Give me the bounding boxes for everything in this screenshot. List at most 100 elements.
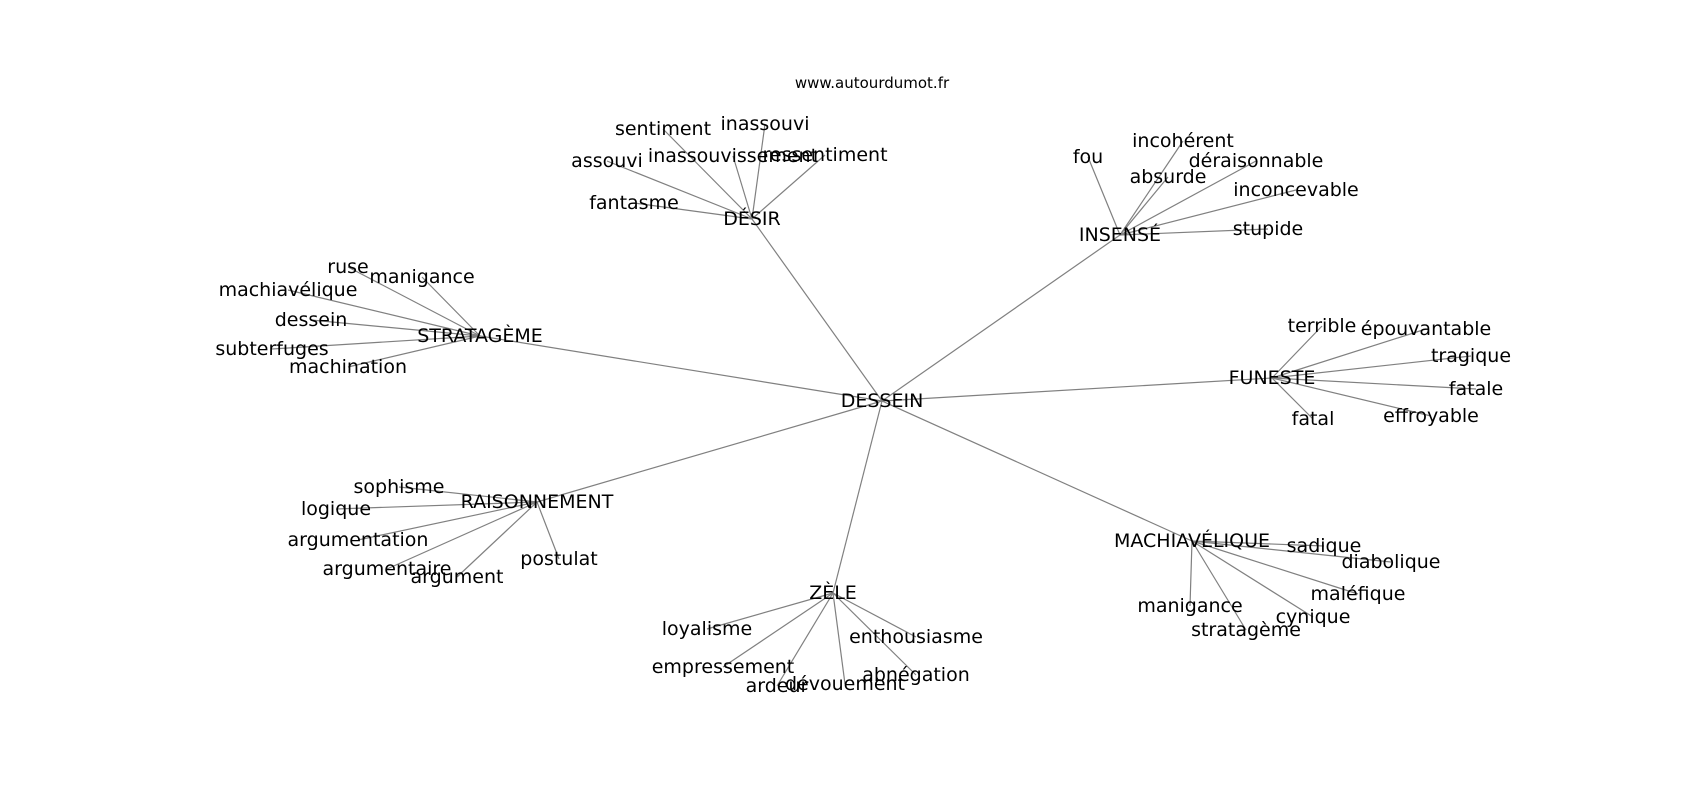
edge-machiavelique-5-stratageme-4	[1191, 540, 1247, 631]
leaf-node-dessein-23[interactable]: dessein	[275, 309, 348, 331]
edge-stratageme-2-subterfuges-4	[271, 335, 481, 350]
edge-desir-0-sentiment-0	[662, 128, 753, 220]
edge-insense-1-incoherent-1	[1119, 140, 1184, 236]
leaf-node-tragique-32[interactable]: tragique	[1431, 345, 1511, 367]
leaf-node-diabolique-51[interactable]: diabolique	[1341, 551, 1440, 573]
edge-insense-1-inconcevable-4	[1119, 189, 1297, 236]
leaf-node-effroyable-34[interactable]: effroyable	[1383, 405, 1479, 427]
edge-zele-6-ardeur-2	[776, 592, 834, 687]
leaf-node-machination-25[interactable]: machination	[289, 356, 407, 378]
edge-insense-1-absurde-3	[1119, 176, 1169, 236]
edge-raisonnement-4-argumentation-2	[357, 501, 538, 541]
leaf-node-enthousiasme-65[interactable]: enthousiasme	[849, 626, 983, 648]
edge-desir-0-ressentiment-3	[751, 154, 826, 220]
leaf-node-assouvi-4[interactable]: assouvi	[571, 150, 643, 172]
leaf-node-sophisme-40[interactable]: sophisme	[353, 476, 444, 498]
leaf-node-ruse-20[interactable]: ruse	[327, 256, 368, 278]
leaf-node-fatal-35[interactable]: fatal	[1292, 408, 1335, 430]
hub-node-machiavelique-5[interactable]: MACHIAVÉLIQUE	[1114, 529, 1270, 552]
edge-center-stratageme-2	[479, 335, 883, 402]
edge-desir-0-assouvi-4	[606, 160, 753, 220]
leaf-node-malefique-52[interactable]: maléfique	[1311, 583, 1406, 605]
leaf-node-postulat-45[interactable]: postulat	[520, 548, 597, 570]
leaf-node-manigance-21[interactable]: manigance	[369, 266, 474, 288]
edge-center-desir-0	[751, 218, 883, 402]
edge-zele-6-empressement-1	[722, 592, 834, 668]
leaf-node-cynique-53[interactable]: cynique	[1276, 606, 1351, 628]
leaf-node-inconcevable-14[interactable]: inconcevable	[1233, 179, 1359, 201]
leaf-node-inassouvi-1[interactable]: inassouvi	[721, 113, 810, 135]
edge-zele-6-loyalisme-0	[706, 592, 834, 630]
leaf-node-argument-44[interactable]: argument	[411, 566, 504, 588]
edge-raisonnement-4-argument-4	[456, 501, 538, 578]
leaf-node-incoherent-11[interactable]: incohérent	[1132, 130, 1234, 152]
leaf-node-subterfuges-24[interactable]: subterfuges	[215, 338, 328, 360]
edge-center-insense-1	[881, 234, 1121, 402]
leaf-node-abnegation-64[interactable]: abnégation	[862, 664, 970, 686]
leaf-node-absurde-13[interactable]: absurde	[1130, 166, 1207, 188]
edge-machiavelique-5-diabolique-1	[1191, 540, 1392, 563]
edge-desir-0-inassouvi-1	[751, 123, 766, 220]
edge-funeste-3-fatal-5	[1271, 377, 1314, 420]
edge-stratageme-2-ruse-0	[347, 266, 481, 337]
hub-node-raisonnement-4[interactable]: RAISONNEMENT	[461, 491, 614, 513]
edge-center-machiavelique-5	[881, 400, 1193, 542]
hub-node-funeste-3[interactable]: FUNESTE	[1229, 367, 1316, 389]
edge-raisonnement-4-logique-1	[335, 501, 538, 510]
hub-node-insense-1[interactable]: INSENSÉ	[1079, 223, 1161, 246]
edge-raisonnement-4-postulat-5	[536, 501, 560, 560]
leaf-node-logique-41[interactable]: logique	[301, 498, 371, 520]
leaf-node-argumentaire-43[interactable]: argumentaire	[323, 558, 452, 580]
leaf-node-machiavelique-22[interactable]: machiavélique	[219, 279, 358, 301]
edge-raisonnement-4-argumentaire-3	[386, 501, 538, 570]
edge-insense-1-fou-0	[1087, 156, 1121, 236]
labels-layer: DESSEIN DÉSIR sentiment inassouvi inassouvis…	[215, 113, 1511, 697]
site-watermark: www.autourdumot.fr	[795, 74, 950, 92]
hub-node-desir-0[interactable]: DÉSIR	[723, 207, 781, 230]
leaf-node-fou-10[interactable]: fou	[1073, 146, 1103, 168]
edge-machiavelique-5-sadique-0	[1191, 540, 1325, 547]
leaf-node-deraisonnable-12[interactable]: déraisonnable	[1189, 150, 1324, 172]
leaf-node-stratageme-54[interactable]: stratagème	[1191, 619, 1301, 641]
leaf-node-empressement-61[interactable]: empressement	[652, 656, 795, 678]
edge-insense-1-stupide-5	[1119, 228, 1269, 236]
edge-stratageme-2-machiavelique-2	[287, 289, 481, 337]
leaf-node-loyalisme-60[interactable]: loyalisme	[662, 618, 752, 640]
leaf-node-ressentiment-3[interactable]: ressentiment	[762, 144, 887, 166]
edge-machiavelique-5-manigance-5	[1189, 540, 1193, 607]
leaf-node-inassouvissement-2[interactable]: inassouvissement	[648, 145, 818, 167]
edges-layer	[271, 123, 1477, 687]
edge-funeste-3-fatale-3	[1271, 377, 1477, 390]
edge-zele-6-enthousiasme-5	[832, 592, 917, 638]
edge-stratageme-2-dessein-3	[310, 319, 481, 337]
leaf-node-stupide-15[interactable]: stupide	[1233, 218, 1303, 240]
edge-stratageme-2-machination-5	[347, 335, 481, 368]
edge-center-zele-6	[832, 400, 883, 594]
leaf-node-fantasme-5[interactable]: fantasme	[589, 192, 679, 214]
edge-desir-0-inassouvissement-2	[732, 155, 753, 220]
hub-node-zele-6[interactable]: ZÈLE	[809, 581, 857, 604]
leaf-node-terrible-30[interactable]: terrible	[1288, 315, 1357, 337]
center-word-node[interactable]: DESSEIN	[841, 390, 924, 412]
edge-desir-0-fantasme-5	[633, 202, 753, 220]
leaf-node-sadique-50[interactable]: sadique	[1287, 535, 1362, 557]
edge-raisonnement-4-sophisme-0	[398, 486, 538, 503]
edge-center-raisonnement-4	[536, 400, 883, 503]
leaf-node-devouement-63[interactable]: dévouement	[785, 673, 905, 695]
edge-funeste-3-epouvantable-1	[1271, 328, 1427, 379]
leaf-node-ardeur-62[interactable]: ardeur	[746, 675, 809, 697]
edge-machiavelique-5-malefique-2	[1191, 540, 1359, 595]
leaf-node-manigance-55[interactable]: manigance	[1137, 595, 1242, 617]
edge-zele-6-abnegation-4	[832, 592, 917, 676]
leaf-node-sentiment-0[interactable]: sentiment	[615, 118, 711, 140]
edge-center-funeste-3	[881, 377, 1273, 402]
hub-node-stratageme-2[interactable]: STRATAGÈME	[417, 324, 543, 347]
edge-stratageme-2-manigance-1	[421, 276, 481, 337]
leaf-node-argumentation-42[interactable]: argumentation	[288, 529, 429, 551]
leaf-node-fatale-33[interactable]: fatale	[1449, 378, 1503, 400]
edge-funeste-3-effroyable-4	[1271, 377, 1432, 417]
edge-funeste-3-terrible-0	[1271, 325, 1323, 379]
leaf-node-epouvantable-31[interactable]: épouvantable	[1361, 318, 1491, 340]
edge-machiavelique-5-cynique-3	[1191, 540, 1314, 618]
